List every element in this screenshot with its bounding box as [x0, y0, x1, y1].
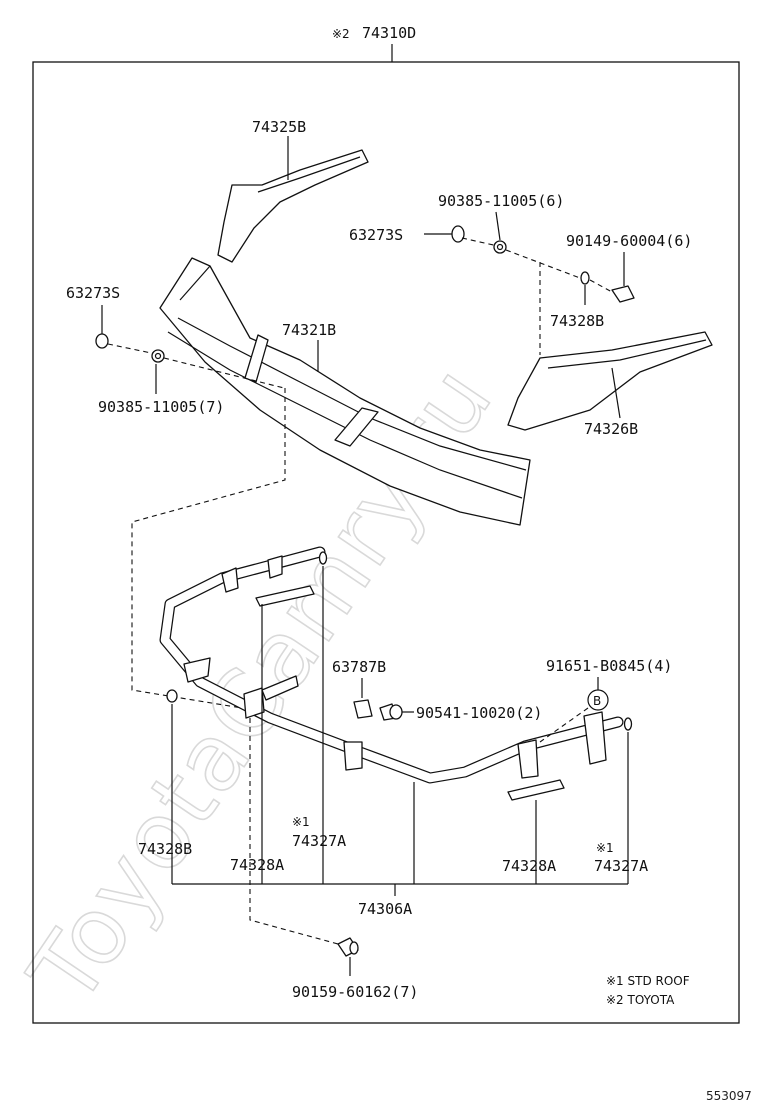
label-74328B-lower: 74328B — [138, 840, 192, 858]
tube-frame — [159, 546, 624, 784]
legend-note-2: ※2 TOYOTA — [606, 993, 675, 1007]
clip-90541 — [379, 703, 403, 721]
label-63787B: 63787B — [332, 658, 386, 676]
screw-90149 — [611, 285, 635, 303]
screw-90159 — [337, 937, 359, 957]
spoiler-main — [159, 257, 531, 526]
spoiler-side-right — [507, 331, 713, 431]
label-74306A: 74306A — [358, 900, 412, 918]
label-91651: 91651-B0845(4) — [546, 657, 672, 675]
label-74327A-left: 74327A — [292, 832, 346, 850]
label-74328B-upper: 74328B — [550, 312, 604, 330]
nut-74327A-left — [318, 551, 328, 565]
label-63273S-upper: 63273S — [349, 226, 403, 244]
label-63273S-left: 63273S — [66, 284, 120, 302]
legend-note-1: ※1 STD ROOF — [606, 974, 690, 988]
grommet-90385-upper — [493, 240, 507, 254]
nut-74328B-lower — [166, 689, 178, 703]
strip-74328A-left — [255, 585, 315, 607]
clip-63273S-upper — [451, 225, 465, 243]
label-74325B: 74325B — [252, 118, 306, 136]
label-74328A-left: 74328A — [230, 856, 284, 874]
label-90541: 90541-10020(2) — [416, 704, 542, 722]
assembly-frame — [32, 61, 740, 1024]
label-74326B: 74326B — [584, 420, 638, 438]
assembly-number: 74310D — [362, 24, 416, 42]
nut-74328B-upper — [580, 271, 590, 285]
assembly-mark: ※2 — [332, 27, 350, 41]
label-90385-upper: 90385-11005(6) — [438, 192, 564, 210]
strip-74328A-right — [507, 779, 565, 801]
label-74328A-right: 74328A — [502, 857, 556, 875]
label-74327A-right: 74327A — [594, 857, 648, 875]
mark-1-right: ※1 — [596, 841, 614, 855]
bolt-b-text: B — [593, 694, 601, 708]
spoiler-side-left — [217, 149, 369, 263]
cap-63787B — [353, 699, 373, 719]
clip-63273S-left — [95, 333, 109, 349]
bolt-b-marker — [587, 689, 609, 711]
label-74321B: 74321B — [282, 321, 336, 339]
nut-74327A-right — [623, 717, 633, 731]
mark-1-left: ※1 — [292, 815, 310, 829]
label-90159: 90159-60162(7) — [292, 983, 418, 1001]
label-90385-lower: 90385-11005(7) — [98, 398, 224, 416]
grommet-90385-lower — [151, 349, 165, 363]
reference-code: 553097 — [706, 1089, 752, 1103]
label-90149: 90149-60004(6) — [566, 232, 692, 250]
